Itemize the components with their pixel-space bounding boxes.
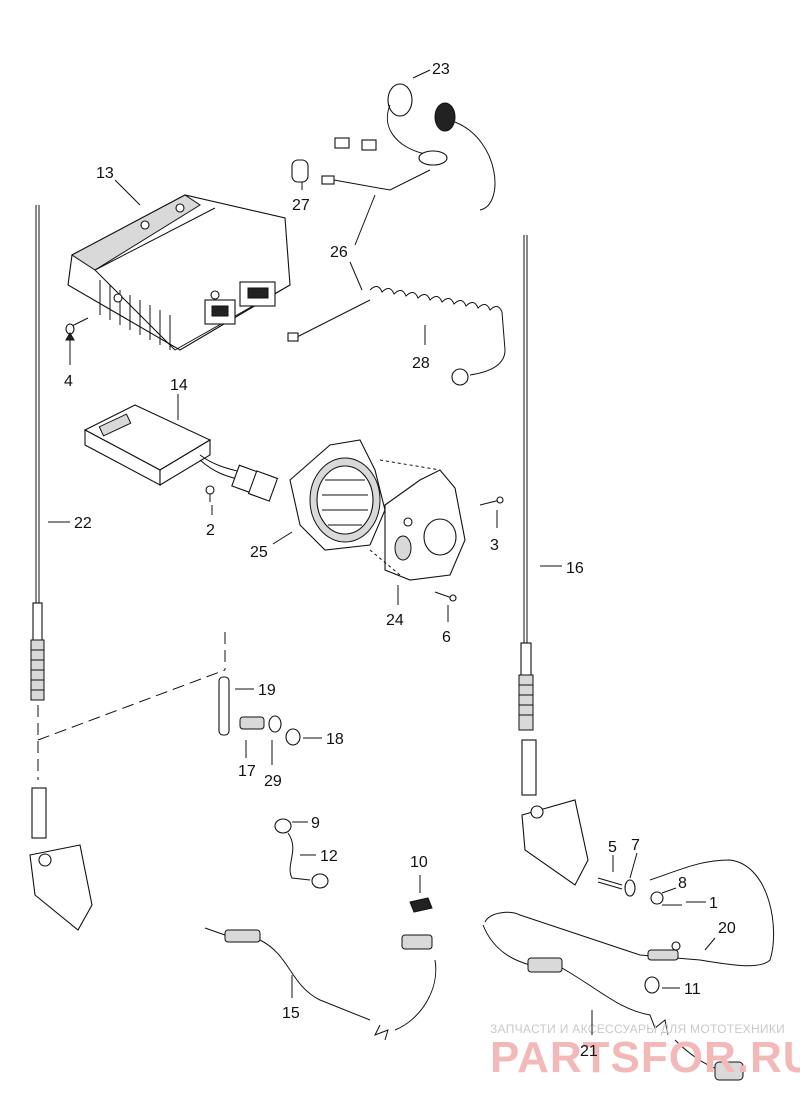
screw-6 [434, 591, 457, 602]
label-4: 4 [64, 373, 73, 390]
label-10: 10 [410, 854, 428, 871]
label-20: 20 [718, 920, 736, 937]
label-14: 14 [170, 377, 188, 394]
label-27: 27 [292, 197, 310, 214]
label-26: 26 [330, 244, 348, 261]
speaker-back [384, 469, 466, 581]
label-3: 3 [490, 537, 499, 554]
label-18: 18 [326, 731, 344, 748]
label-21: 21 [580, 1043, 598, 1060]
ground-strap [274, 818, 329, 889]
antenna-cable-15 [204, 927, 437, 1041]
label-13: 13 [96, 165, 114, 182]
antenna-22 [30, 205, 45, 701]
cable-20 [484, 911, 701, 961]
hardware-17-29-18 [239, 715, 301, 746]
coiled-cord [287, 286, 506, 386]
label-16: 16 [566, 560, 584, 577]
hardware-5-7-8-1 [597, 859, 775, 967]
label-7: 7 [631, 837, 640, 854]
grommet-11 [644, 976, 660, 994]
label-17: 17 [238, 763, 256, 780]
mount-right [521, 739, 589, 886]
screw-2 [205, 485, 215, 502]
label-11: 11 [684, 981, 701, 998]
label-24: 24 [386, 612, 404, 629]
watermark-tagline: ЗАПЧАСТИ И АКСЕССУАРЫ ДЛЯ МОТОТЕХНИКИ [490, 1022, 785, 1036]
screw-3 [479, 496, 504, 506]
label-23: 23 [432, 61, 450, 78]
label-15: 15 [282, 1005, 300, 1022]
label-19: 19 [258, 682, 276, 699]
label-22: 22 [74, 515, 92, 532]
label-8: 8 [678, 875, 687, 892]
module-14 [83, 404, 279, 502]
plug-27 [291, 159, 431, 191]
label-1: 1 [709, 895, 718, 912]
clip-10 [409, 897, 433, 913]
antenna-16 [518, 235, 534, 731]
label-2: 2 [206, 522, 215, 539]
label-9: 9 [311, 815, 320, 832]
radio-unit [67, 194, 291, 351]
label-25: 25 [250, 544, 268, 561]
speaker-housing [289, 439, 386, 551]
mount-left [29, 787, 93, 931]
watermark-logo: PARTSFOR.RU [490, 1033, 800, 1082]
cable-21 [482, 924, 744, 1081]
stud-19 [218, 676, 230, 736]
screw-4 [65, 317, 89, 335]
headset [334, 83, 496, 211]
label-12: 12 [320, 848, 338, 865]
label-6: 6 [442, 629, 451, 646]
label-5: 5 [608, 839, 617, 856]
label-29: 29 [264, 773, 282, 790]
label-28: 28 [412, 355, 430, 372]
